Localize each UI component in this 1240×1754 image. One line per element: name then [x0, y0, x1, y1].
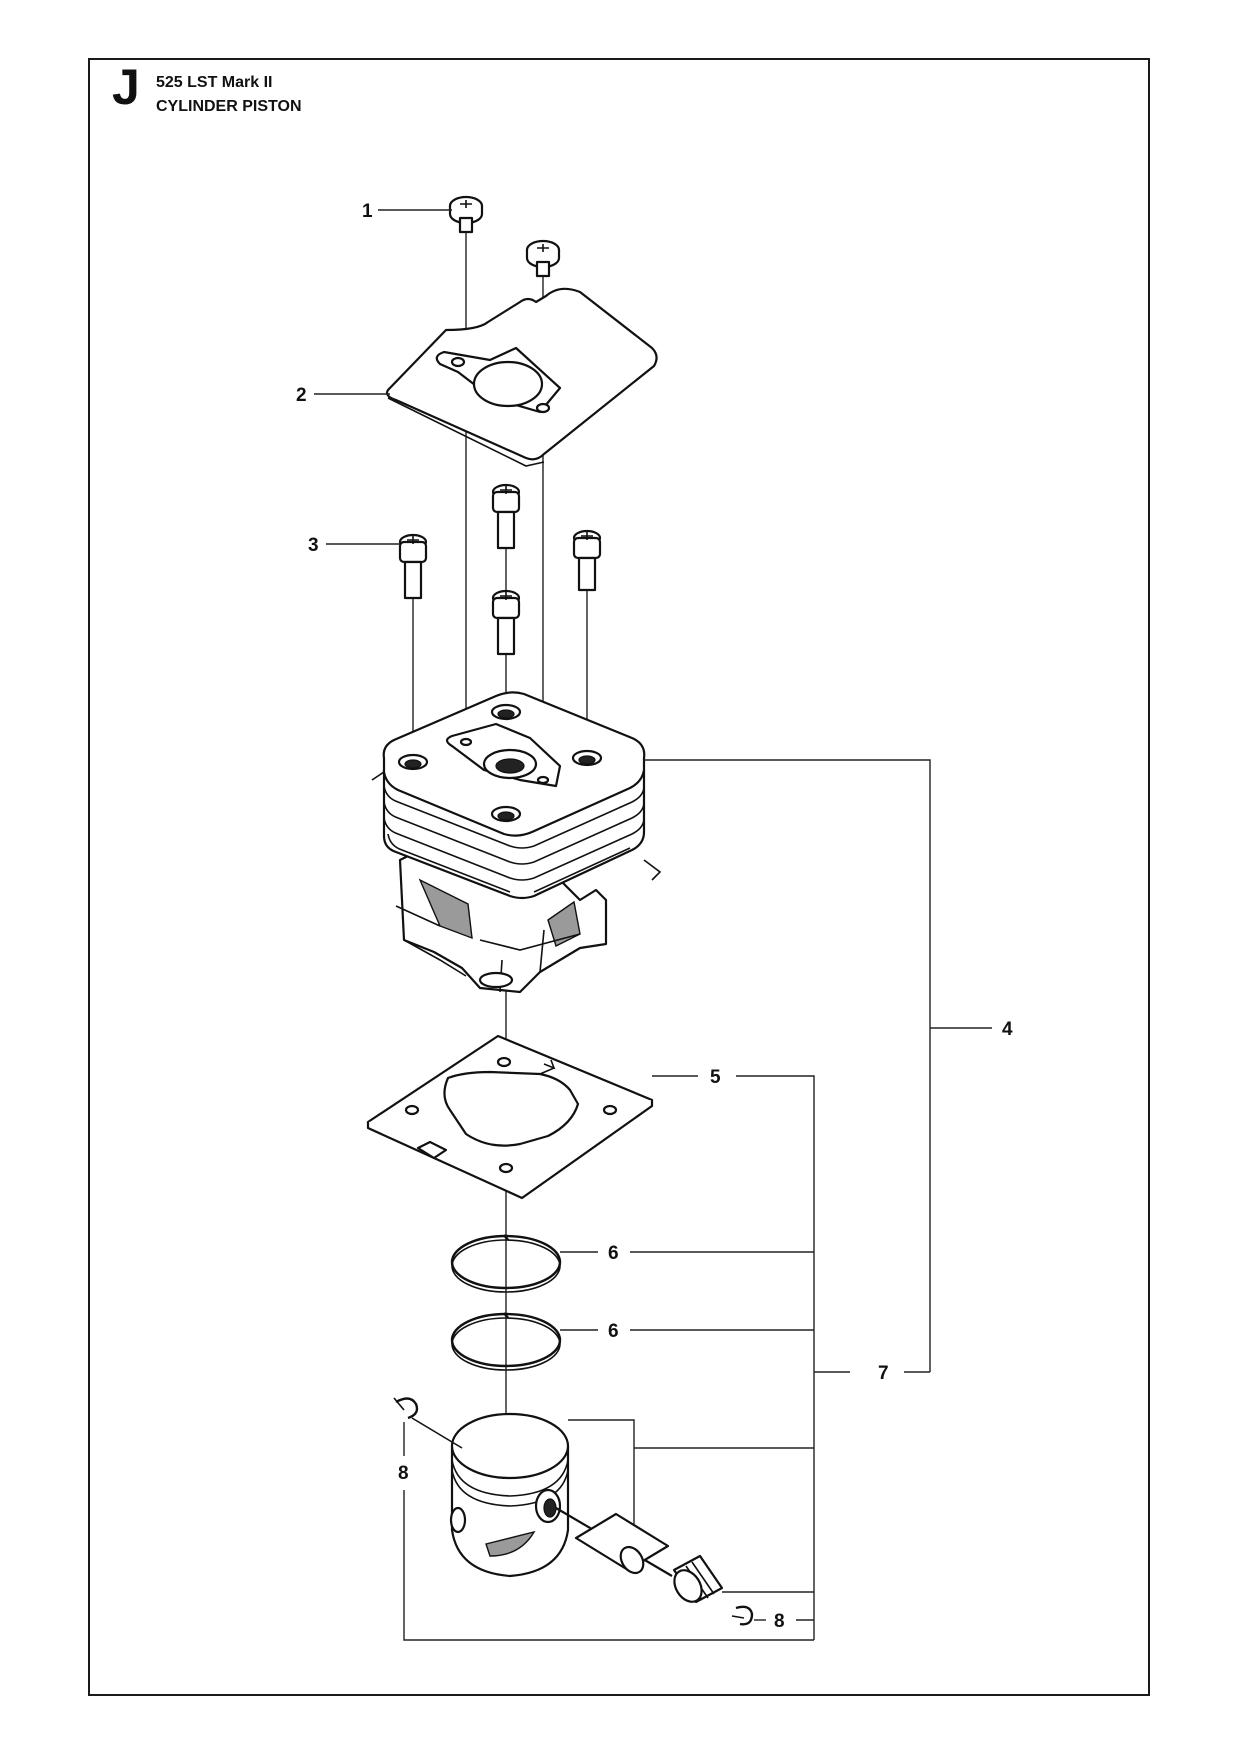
callout-7: 7 [878, 1363, 889, 1384]
part-5-base-gasket [366, 1034, 654, 1200]
part-6-piston-ring-lower [450, 1312, 562, 1371]
callout-4: 4 [1002, 1019, 1013, 1040]
callout-1: 1 [362, 201, 373, 222]
callout-3: 3 [308, 535, 319, 556]
callout-8-right: 8 [774, 1611, 785, 1632]
diagram-title: CYLINDER PISTON [156, 98, 302, 115]
part-3-bolt-center-top [491, 483, 521, 550]
diagram-frame [88, 58, 1150, 1696]
callout-6-lower: 6 [608, 1321, 619, 1342]
part-1-screw [448, 195, 484, 234]
part-3-bolt-center-bottom [491, 589, 521, 656]
model-name: 525 LST Mark II [156, 74, 273, 91]
part-3-bolt-left [398, 533, 428, 600]
part-3-bolt-right [572, 529, 602, 592]
part-1-screw-second [525, 239, 561, 278]
callout-2: 2 [296, 385, 307, 406]
callout-5: 5 [710, 1067, 721, 1088]
part-4-cylinder [371, 691, 662, 994]
part-8-circlip-left [393, 1397, 419, 1420]
part-7-piston [411, 1412, 724, 1604]
callout-6-upper: 6 [608, 1243, 619, 1264]
part-8-circlip-right [731, 1605, 754, 1626]
callout-8-left: 8 [398, 1463, 409, 1484]
needle-bearing [672, 1554, 724, 1604]
section-letter: J [112, 59, 140, 115]
leader-lines [314, 209, 992, 1641]
part-6-piston-ring-upper [450, 1234, 562, 1293]
part-2-cover-plate [385, 287, 658, 467]
